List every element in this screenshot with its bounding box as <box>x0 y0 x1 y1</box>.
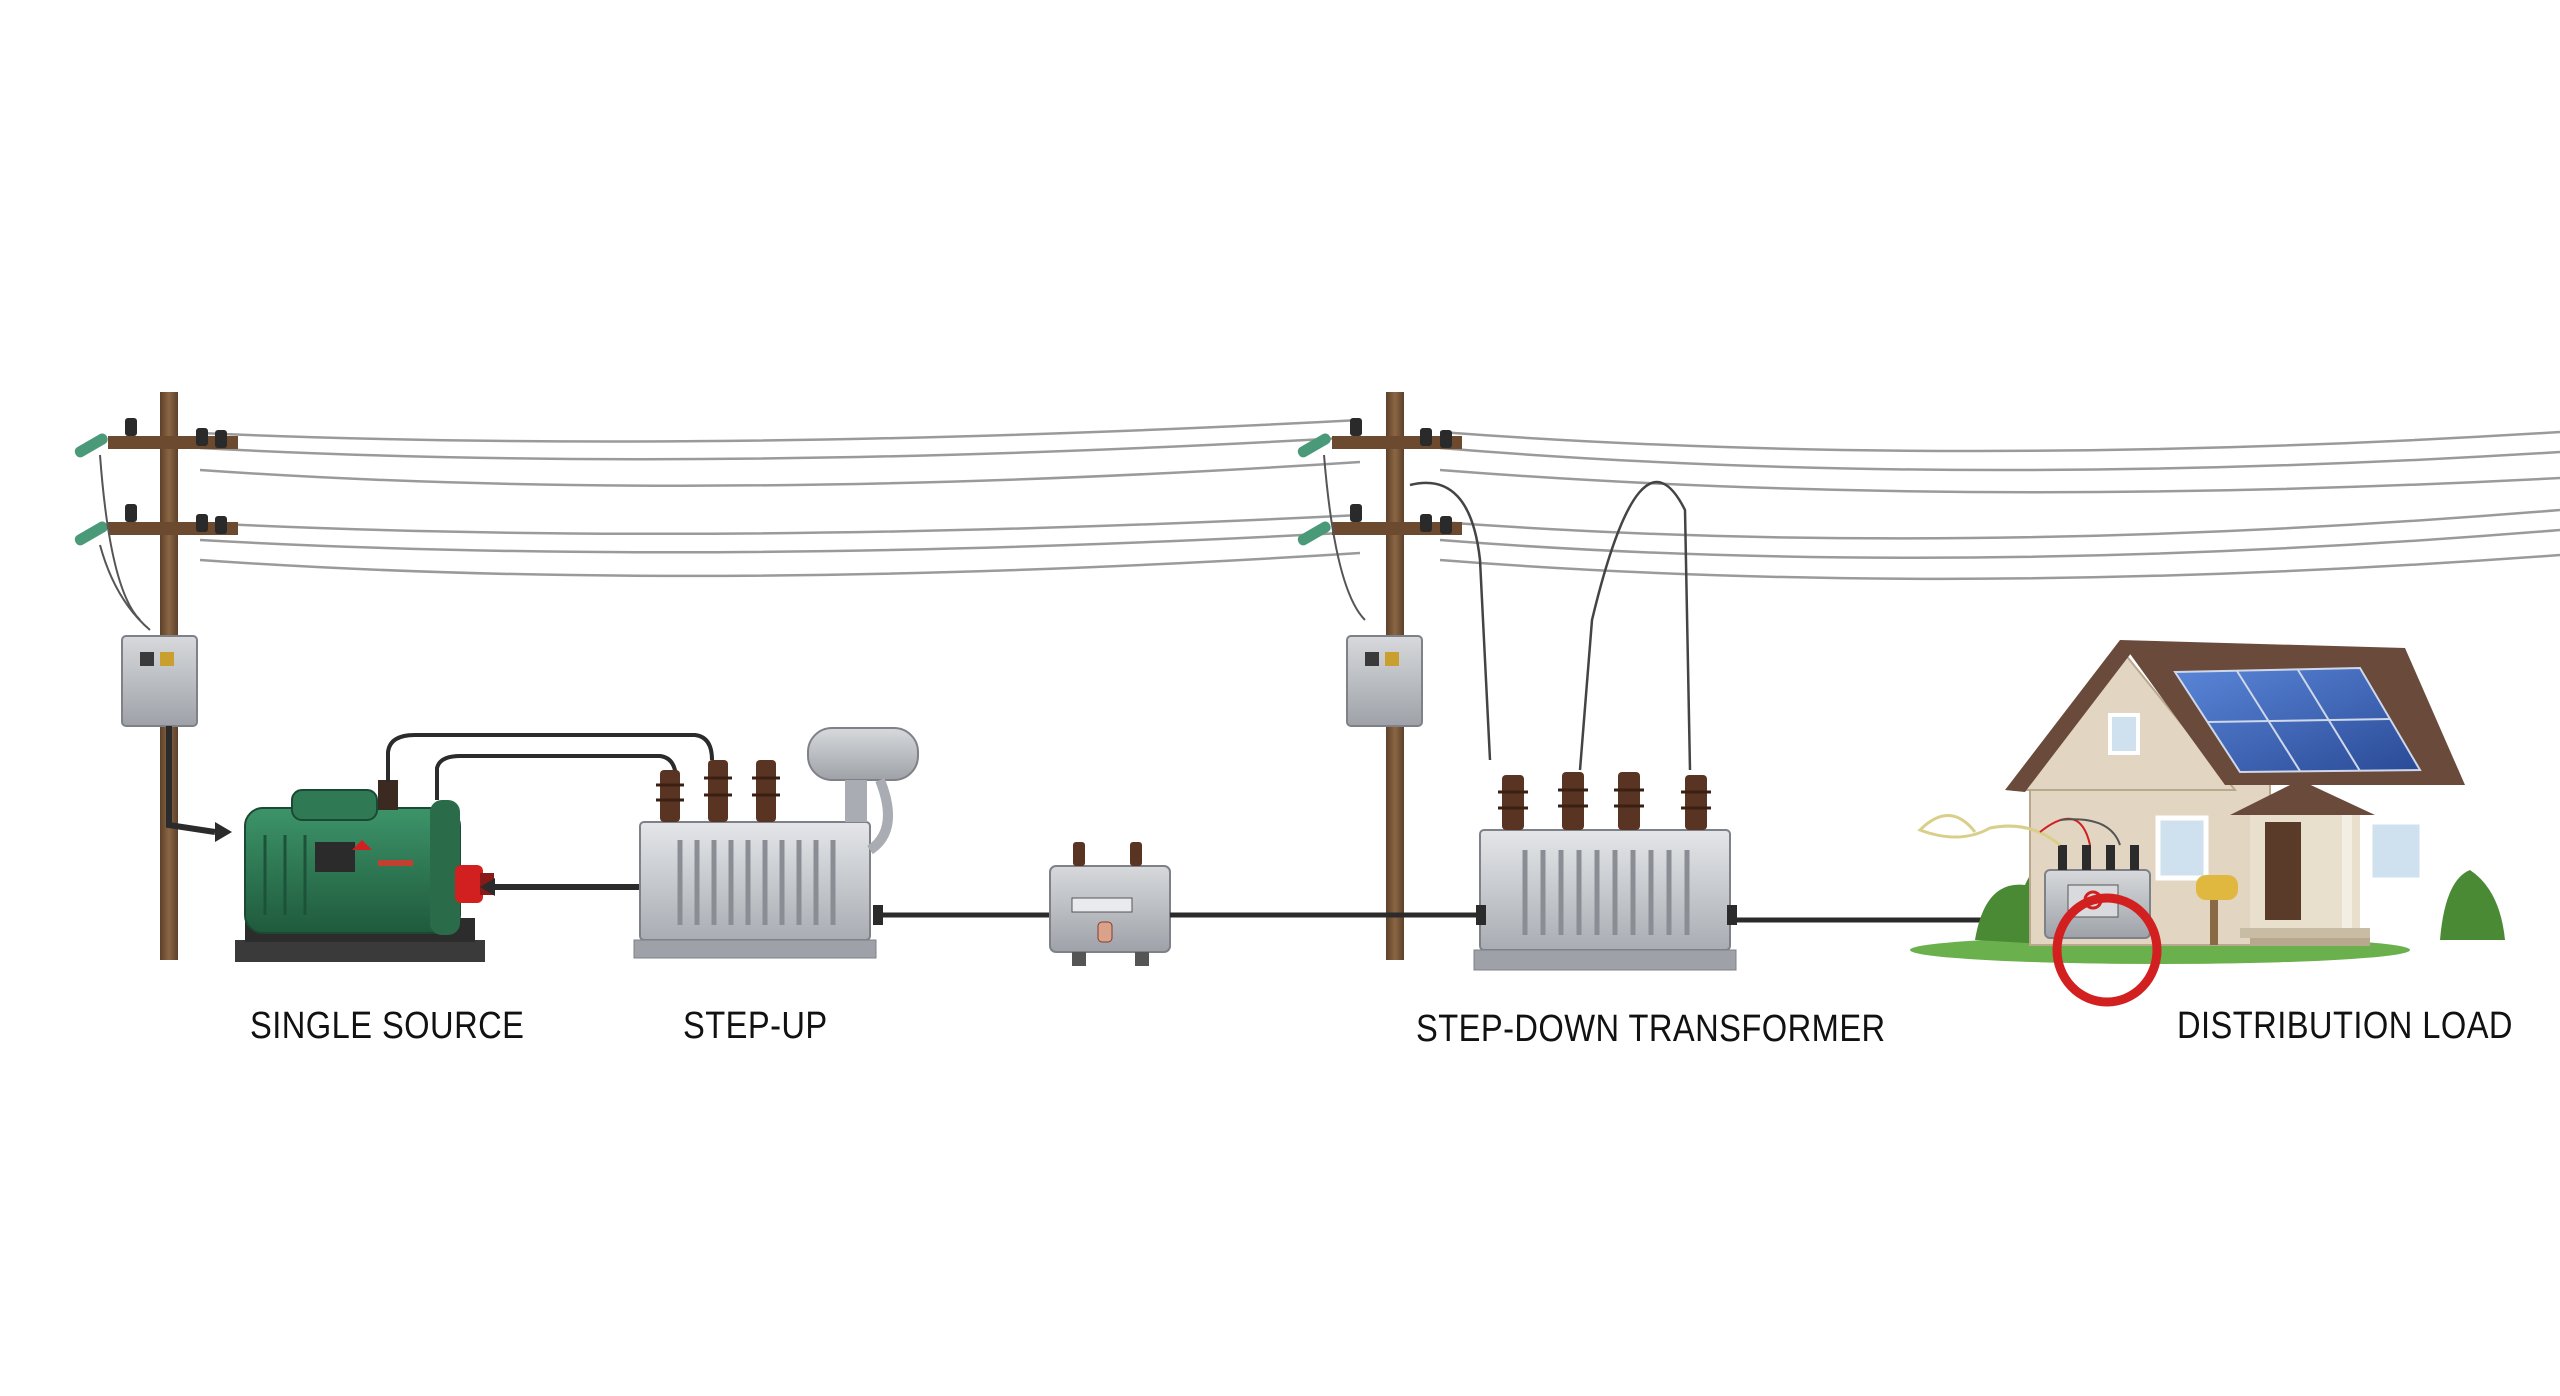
transformer-icon <box>1473 772 1737 971</box>
overhead-power-lines <box>199 418 2560 581</box>
generator-icon <box>235 733 714 962</box>
junction-box-icon <box>1049 842 1171 966</box>
insulator-icon <box>1297 433 1331 546</box>
distribution-load-label: DISTRIBUTION LOAD <box>2177 1005 2513 1047</box>
insulator-icon <box>74 433 108 546</box>
utility-pole-icon <box>1297 392 1692 960</box>
house-icon <box>1910 640 2505 1007</box>
highlight-ring <box>2052 893 2162 1007</box>
transformer-icon <box>633 727 919 959</box>
step-down-transformer-label: STEP-DOWN TRANSFORMER <box>1416 1008 1886 1050</box>
bushing-icon <box>1502 772 1707 830</box>
single-source-label: SINGLE SOURCE <box>250 1005 525 1047</box>
utility-pole-icon <box>74 392 238 960</box>
solar-panel-icon <box>2173 666 2422 774</box>
bushing-icon <box>660 760 776 822</box>
step-up-label: STEP-UP <box>683 1005 828 1047</box>
